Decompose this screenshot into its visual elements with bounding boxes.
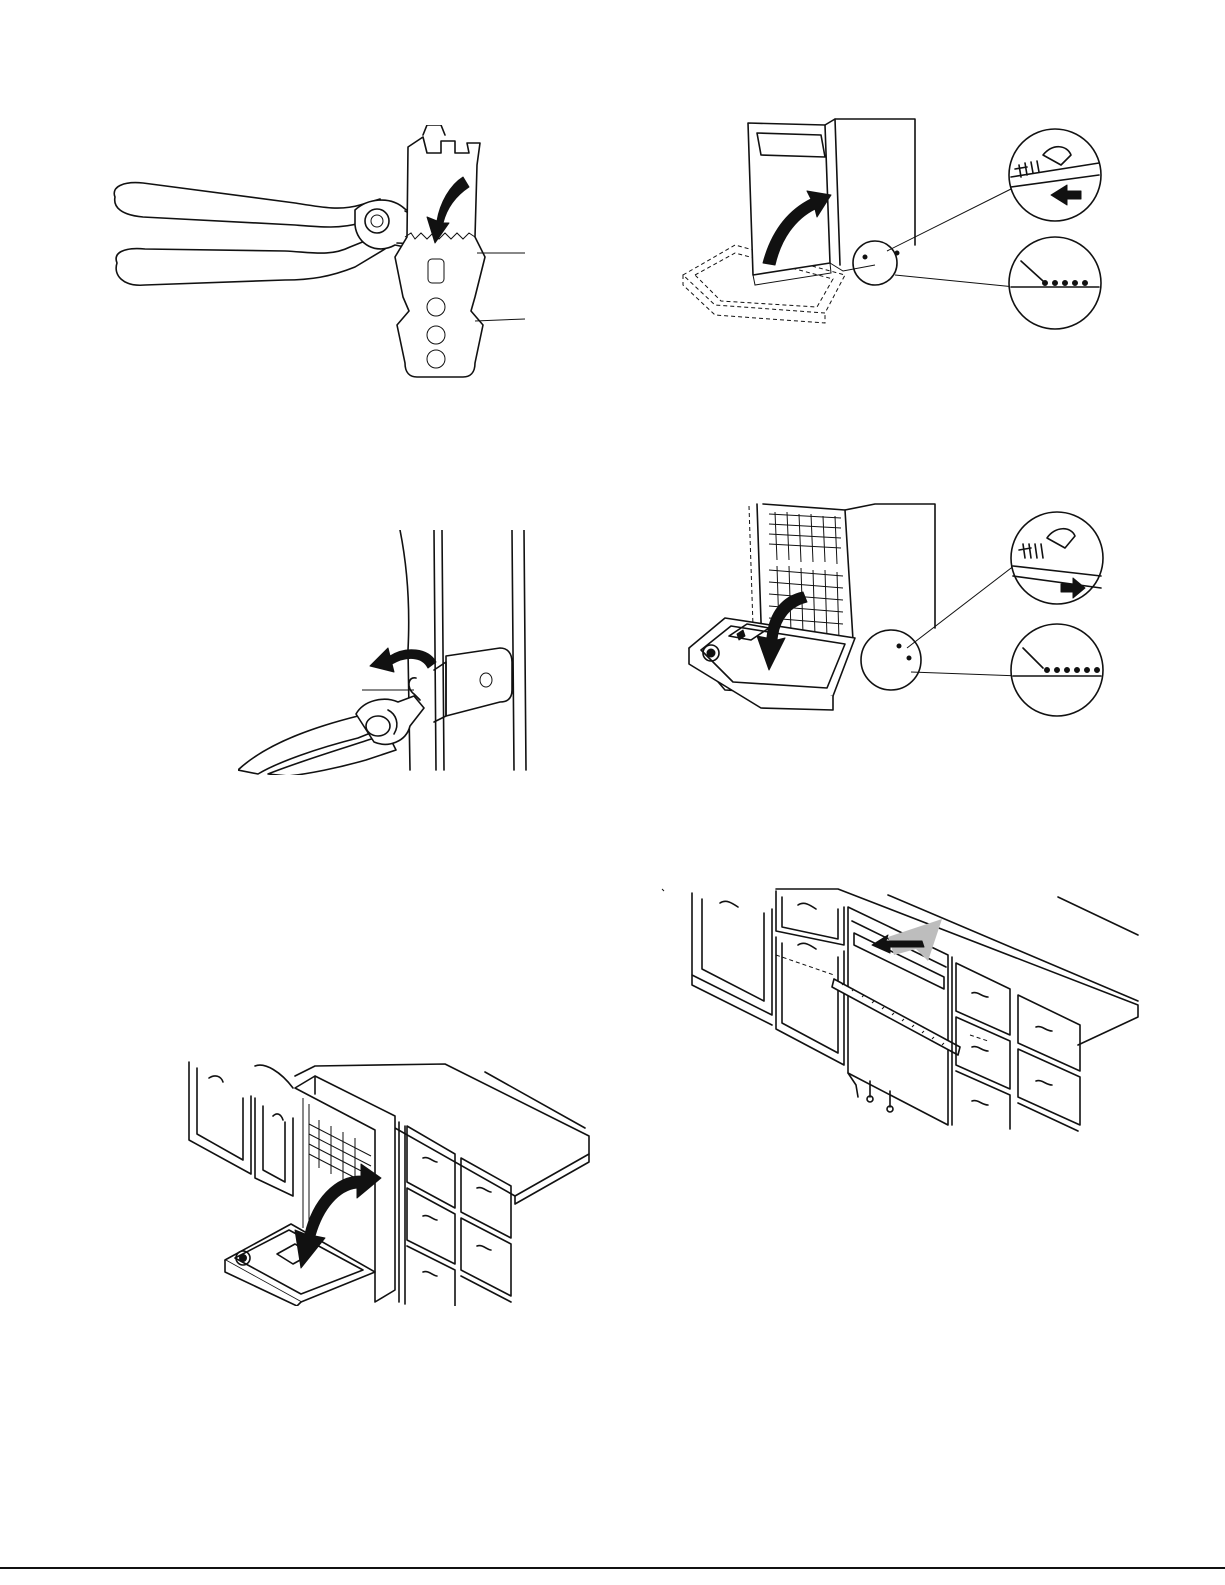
pliers-icon	[238, 530, 540, 775]
level-icon	[658, 885, 1146, 1135]
figure-side-bracket-pliers	[238, 530, 540, 775]
door-arrow-icon	[685, 500, 1115, 718]
pliers-icon	[105, 125, 545, 385]
door-arrow-icon	[675, 115, 1110, 340]
figure-pliers-bracket	[105, 125, 545, 385]
figure-door-swing-check	[185, 1058, 595, 1306]
figure-alignment-level	[658, 885, 1146, 1135]
door-arrow-icon	[185, 1058, 595, 1306]
figure-door-open-springs	[675, 115, 1110, 340]
figure-door-close-springs	[685, 500, 1115, 718]
footer-rule	[0, 1567, 1225, 1569]
